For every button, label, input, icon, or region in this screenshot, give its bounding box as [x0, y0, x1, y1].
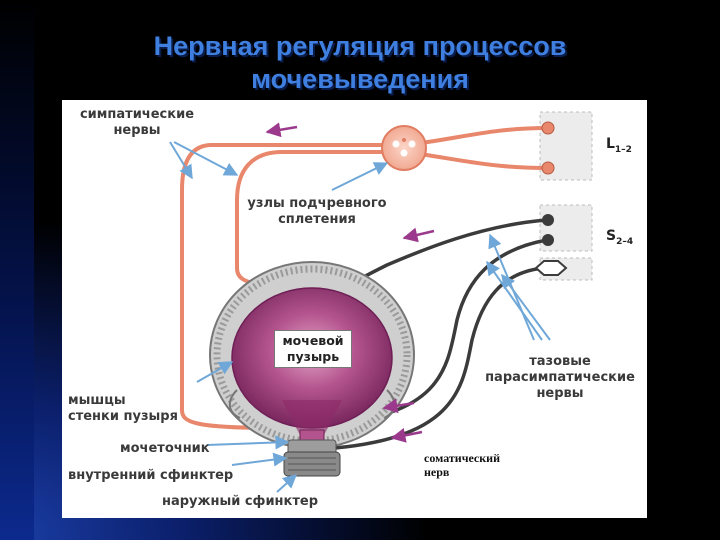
label-somatic-nerve: соматический нерв [424, 451, 500, 479]
label-pelvic-parasympathetic-nerves: тазовые парасимпатические нервы [480, 354, 640, 402]
label-pelvic-line2: парасимпатические [485, 370, 635, 385]
label-segment-lumbar: L1–2 [606, 136, 632, 155]
label-segment-sacral-main: S [606, 228, 617, 244]
urethra-and-sphincters [283, 429, 341, 477]
label-somatic-line2: нерв [424, 465, 450, 479]
label-bladder-wall-line2: стенки пузыря [68, 409, 178, 424]
label-hypogastric-plexus: узлы подчревного сплетения [237, 196, 397, 228]
label-external-sphincter: наружный сфинктер [162, 494, 319, 509]
label-internal-sphincter: внутренний сфинктер [68, 468, 234, 483]
label-sympathetic-nerves-line2: нервы [113, 123, 161, 138]
label-bladder-line1: мочевой [282, 333, 344, 348]
label-bladder: мочевой пузырь [274, 330, 352, 368]
lumbar-ganglia [541, 121, 555, 175]
sacral-ganglia [534, 214, 568, 276]
label-somatic-line1: соматический [424, 451, 500, 465]
sympathetic-nerve-inner [235, 150, 549, 287]
label-sympathetic-nerves-line1: симпатические [79, 107, 195, 122]
title-line-1: Нервная регуляция процессов [153, 31, 567, 61]
label-bladder-wall-muscles: мышцы стенки пузыря [68, 393, 178, 425]
slide-left-band [0, 0, 34, 540]
label-urethra: мочеточник [120, 441, 210, 456]
label-pelvic-line1: тазовые [529, 354, 591, 369]
pointer-lines [169, 141, 551, 493]
label-hypogastric-plexus-line2: сплетения [278, 212, 356, 227]
signal-direction-arrows [265, 122, 435, 443]
nerve-regulation-diagram: симпатические нервы узлы подчревного спл… [62, 100, 647, 518]
title-line-2: мочевыведения [251, 64, 469, 94]
label-segment-sacral: S2–4 [606, 228, 633, 247]
label-segment-lumbar-sub: 1–2 [614, 144, 632, 155]
label-pelvic-line3: нервы [536, 386, 584, 401]
diagram-drawing [169, 111, 593, 493]
label-bladder-line2: пузырь [286, 349, 340, 364]
label-segment-lumbar-main: L [606, 136, 615, 152]
page-title: Нервная регуляция процессов мочевыведени… [60, 30, 660, 96]
sympathetic-nerve-outer [180, 126, 549, 430]
hypogastric-plexus-ganglion-icon [381, 125, 427, 171]
sympathetic-nerve-lines [180, 126, 549, 430]
label-segment-sacral-sub: 2–4 [616, 236, 634, 247]
label-bladder-wall-line1: мышцы [68, 393, 126, 408]
label-sympathetic-nerves: симпатические нервы [72, 107, 202, 139]
label-hypogastric-plexus-line1: узлы подчревного [247, 196, 387, 211]
